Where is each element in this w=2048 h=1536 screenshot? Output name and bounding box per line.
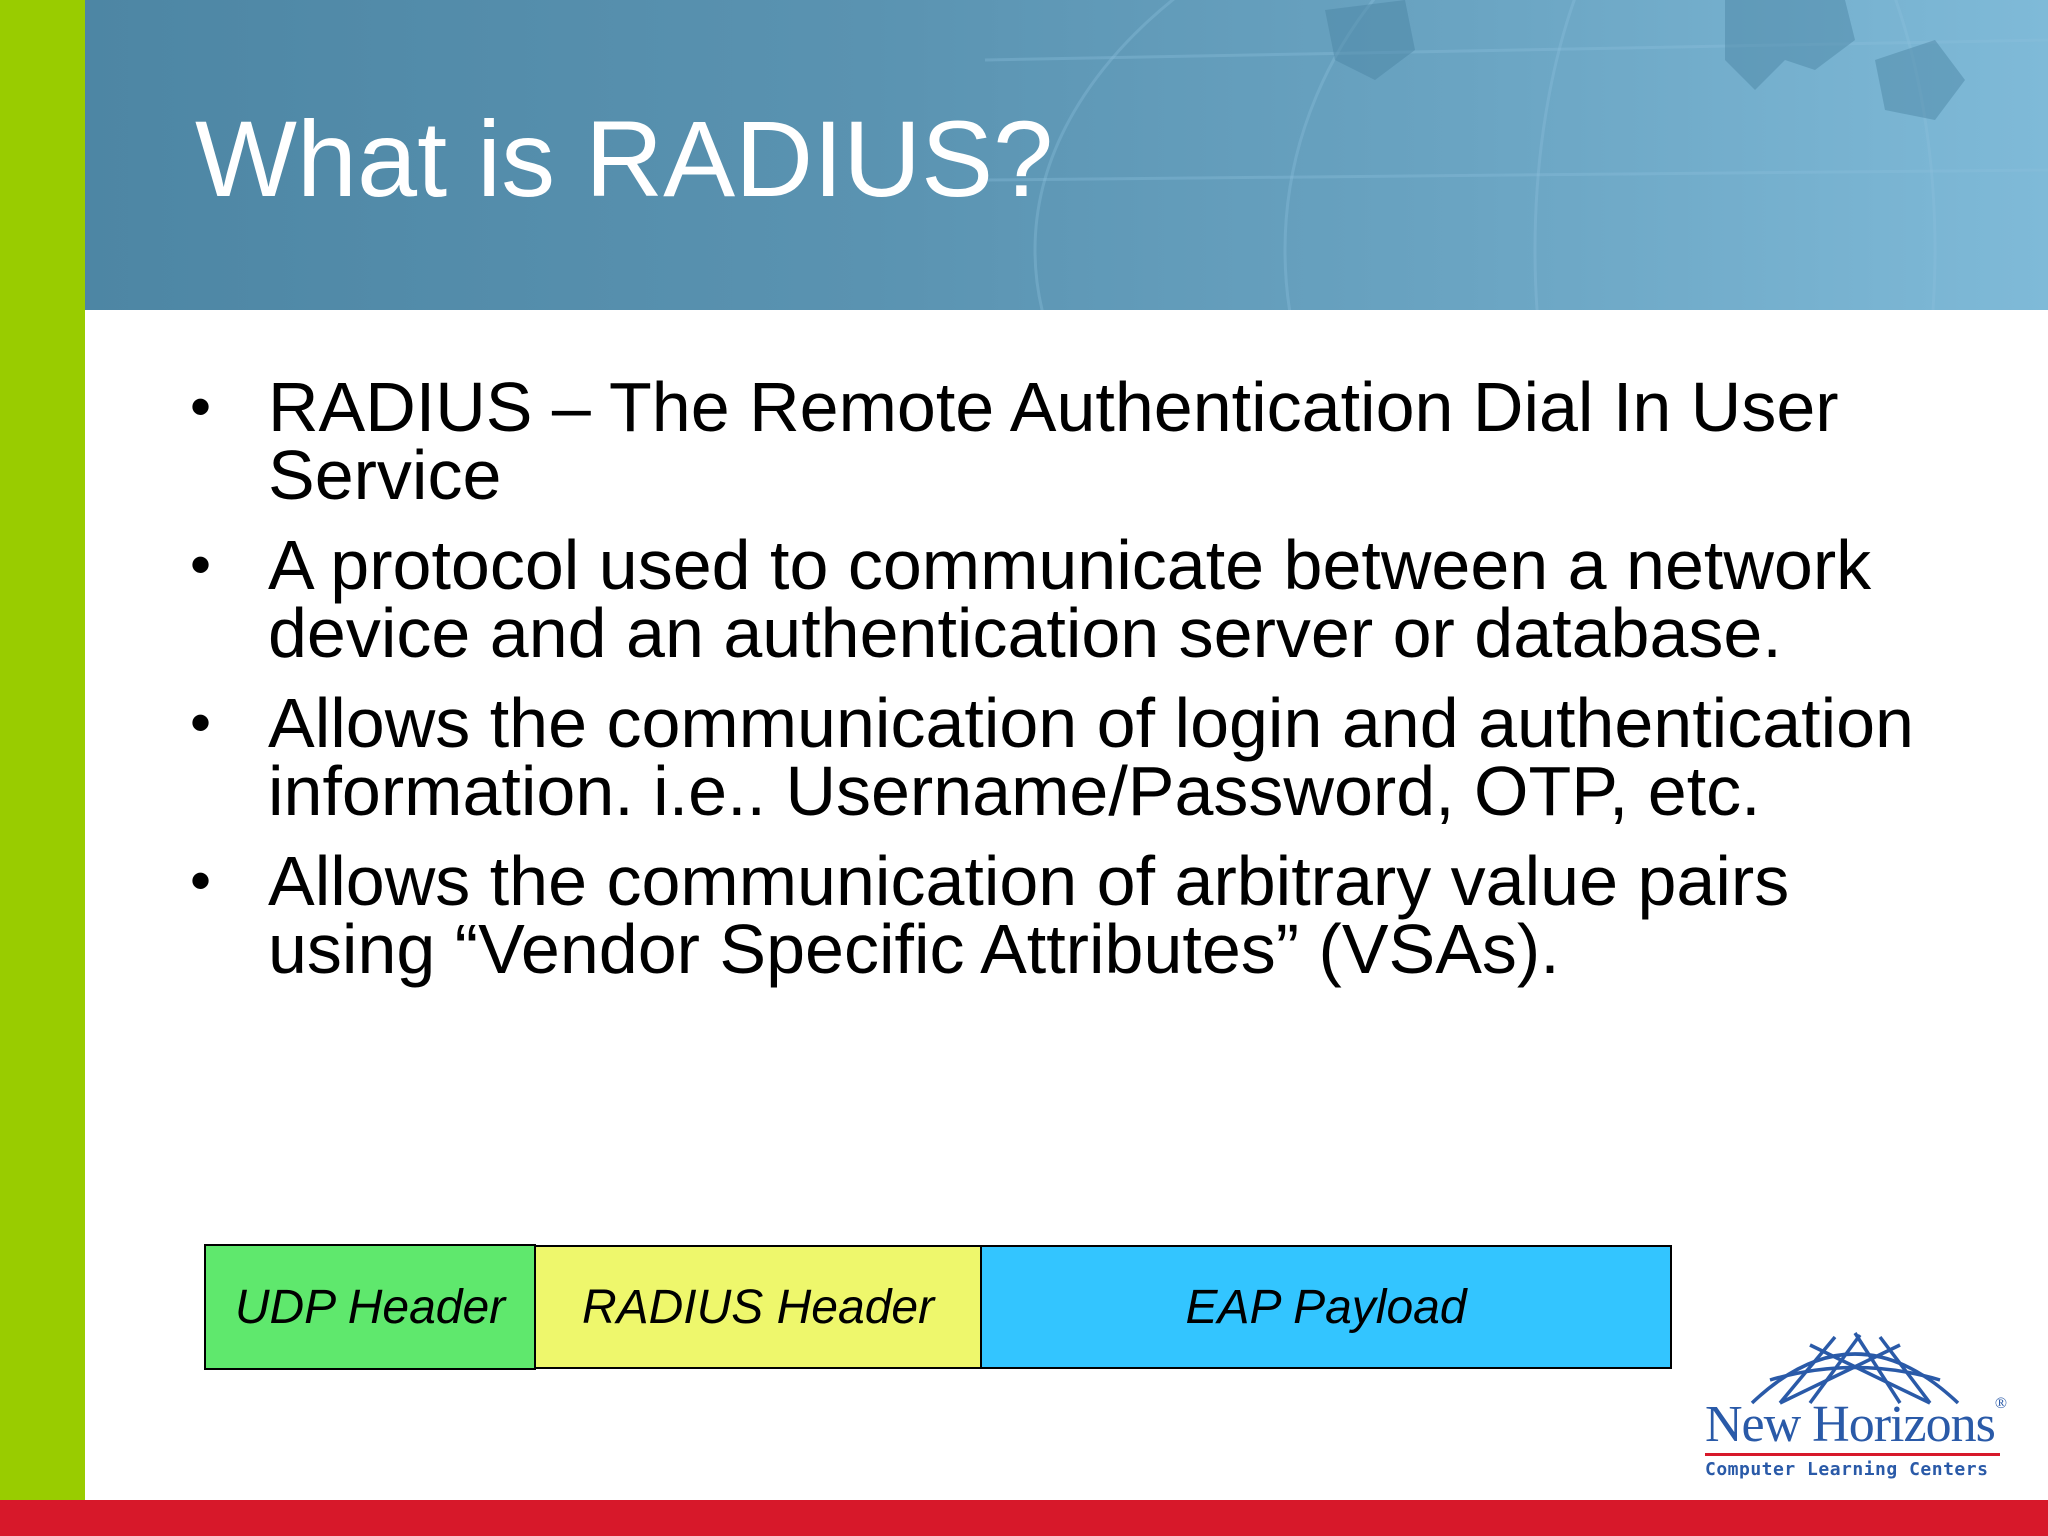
left-accent-bar	[0, 0, 85, 1500]
globe-arcs-icon	[1750, 1332, 1960, 1405]
logo-underline	[1705, 1453, 2000, 1456]
bullet-text: RADIUS – The Remote Authentication Dial …	[268, 368, 1839, 514]
header-band	[85, 0, 2048, 310]
bottom-accent-bar	[0, 1500, 2048, 1536]
bullet-text: Allows the communication of arbitrary va…	[268, 842, 1790, 988]
bullet-glyph: •	[190, 847, 212, 914]
bullet-glyph: •	[190, 531, 212, 598]
slide-title: What is RADIUS?	[195, 98, 1054, 219]
logo-brand-name: New Horizons®	[1705, 1395, 2007, 1454]
world-map-background-icon	[984, 0, 2048, 310]
bullet-item: • Allows the communication of arbitrary …	[180, 846, 1940, 984]
packet-segment-udp-header: UDP Header	[204, 1244, 536, 1370]
logo-tagline: Computer Learning Centers	[1705, 1459, 1989, 1480]
packet-segment-radius-header: RADIUS Header	[534, 1245, 982, 1369]
bullet-list: • RADIUS – The Remote Authentication Dia…	[180, 372, 1940, 1005]
bullet-item: • A protocol used to communicate between…	[180, 530, 1940, 668]
bullet-text: A protocol used to communicate between a…	[268, 526, 1872, 672]
bullet-item: • Allows the communication of login and …	[180, 688, 1940, 826]
bullet-item: • RADIUS – The Remote Authentication Dia…	[180, 372, 1940, 510]
bullet-glyph: •	[190, 689, 212, 756]
new-horizons-logo: New Horizons® Computer Learning Centers	[1700, 1325, 2010, 1485]
logo-brand-text: New Horizons	[1705, 1396, 1996, 1453]
bullet-text: Allows the communication of login and au…	[268, 684, 1914, 830]
packet-segment-eap-payload: EAP Payload	[980, 1245, 1672, 1369]
bullet-glyph: •	[190, 373, 212, 440]
registered-mark: ®	[1994, 1395, 2007, 1412]
